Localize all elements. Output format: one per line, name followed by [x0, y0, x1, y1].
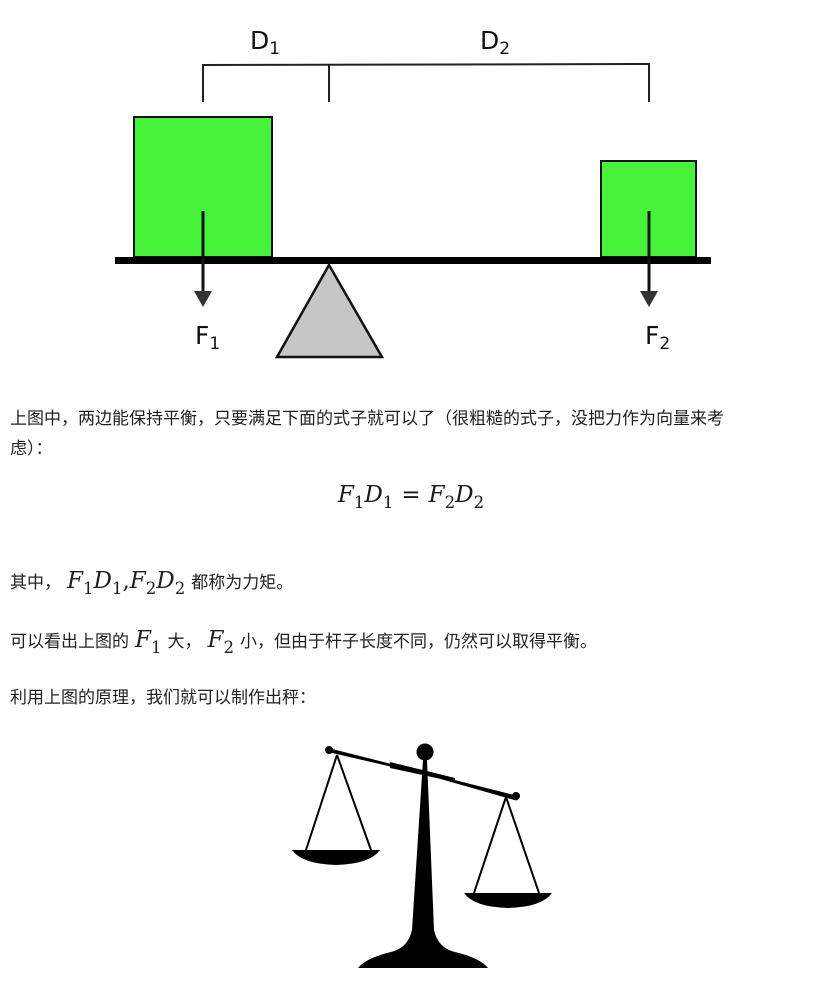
paragraph-line: 虑）：: [10, 439, 53, 459]
balance-formula: F1D1=F2D2: [337, 482, 485, 512]
right-pan-strings: [473, 796, 540, 894]
label-f2: F2: [645, 321, 670, 354]
label-d1: D1: [250, 26, 280, 59]
dimension-bracket: [202, 62, 650, 102]
inline-math-torques: F1D1,F2D2: [67, 568, 186, 598]
inline-math-f1: F1: [135, 627, 162, 657]
label-d2: D2: [480, 26, 510, 59]
paragraph-scale-intro: 利用上图的原理，我们就可以制作出秤：: [10, 688, 316, 708]
paragraph-line: 上图中，两边能保持平衡，只要满足下面的式子就可以了（很粗糙的式子，没把力作为向量…: [10, 409, 724, 429]
scale-post: [358, 760, 488, 968]
label-f1: F1: [195, 321, 220, 354]
force-arrow-f1: [194, 211, 212, 307]
paragraph-balance-condition: 上图中，两边能保持平衡，只要满足下面的式子就可以了（很粗糙的式子，没把力作为向量…: [10, 404, 820, 464]
scale-knob: [416, 743, 434, 761]
force-arrow-f2: [640, 211, 658, 307]
lever-diagram: D1 D2 F1 F2: [115, 26, 711, 359]
inline-math-f2: F2: [207, 627, 235, 657]
beam-end-right: [512, 792, 520, 800]
left-pan: [292, 850, 380, 865]
fulcrum-triangle: [274, 262, 385, 359]
beam-end-left: [325, 746, 333, 754]
balance-scale-illustration: [292, 743, 552, 968]
left-pan-strings: [305, 754, 372, 851]
lever-beam: [115, 257, 711, 264]
right-pan: [464, 893, 552, 908]
